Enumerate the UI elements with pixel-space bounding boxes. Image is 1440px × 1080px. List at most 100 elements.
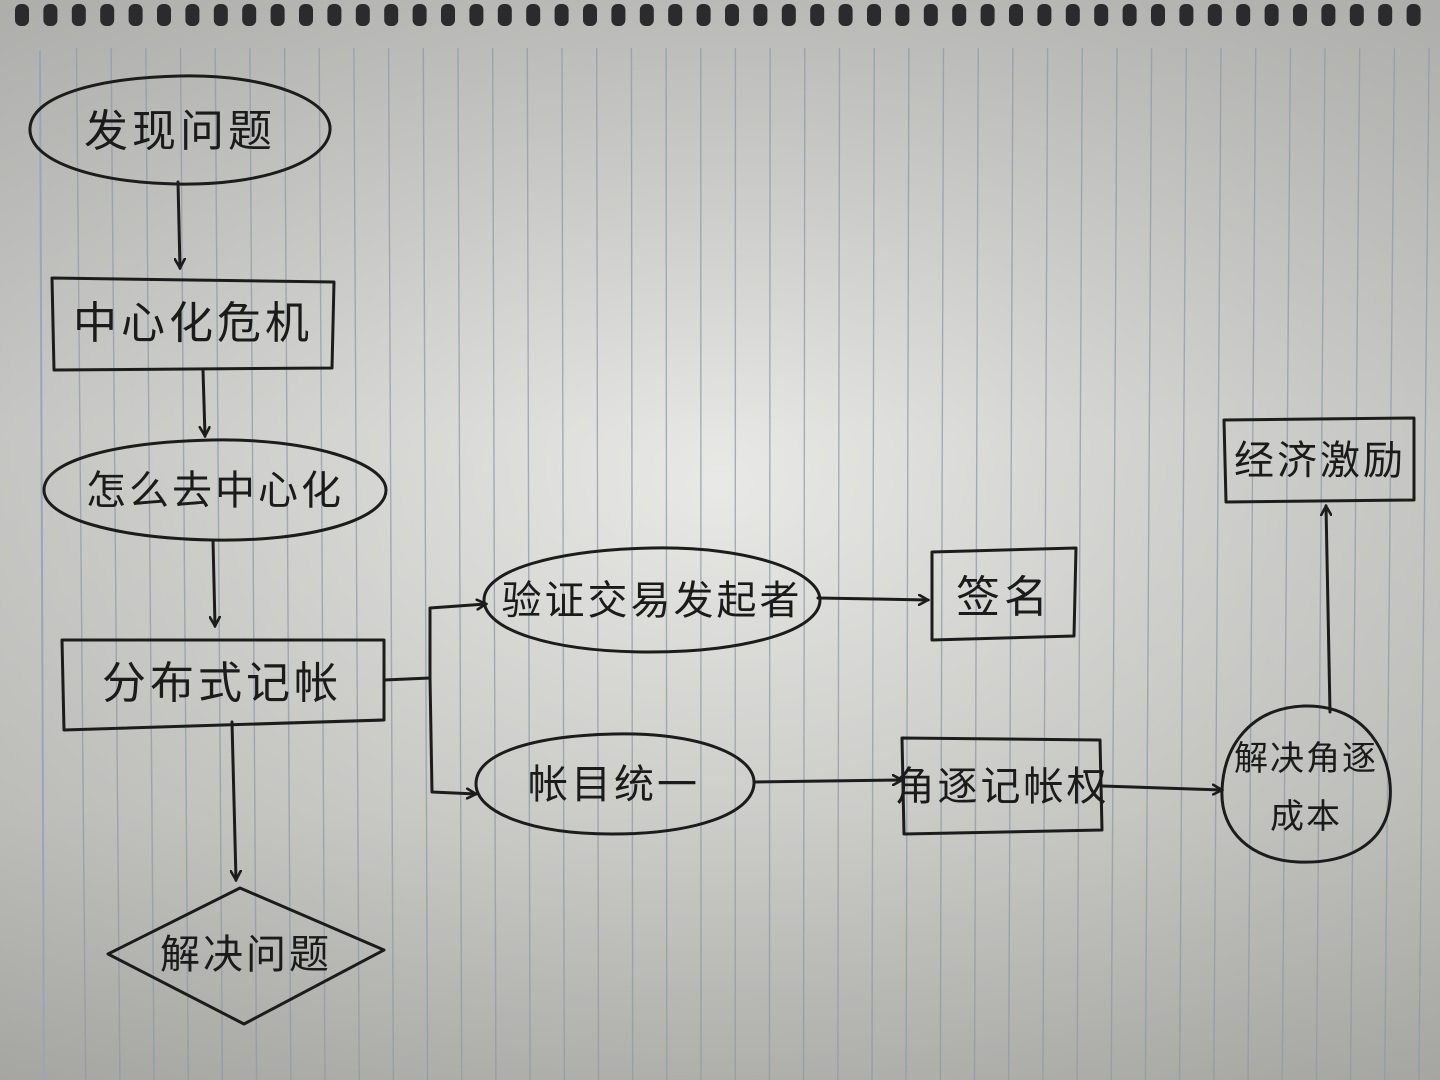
- spiral-hole: [725, 4, 739, 26]
- rule-line: [353, 47, 360, 1080]
- spiral-hole: [952, 4, 967, 26]
- rule-line: [387, 47, 395, 1080]
- spiral-hole: [639, 4, 654, 26]
- spiral-holes: [15, 4, 1421, 26]
- node-cost-label-line2: 成本: [1270, 797, 1342, 837]
- node-crisis-label: 中心化危机: [73, 298, 313, 349]
- node-ledger-label: 分布式记帐: [102, 658, 342, 709]
- spiral-hole: [980, 4, 995, 26]
- rule-line: [1076, 47, 1084, 1080]
- rule-line: [318, 47, 326, 1080]
- rule-line: [179, 47, 189, 1080]
- rule-line: [1008, 47, 1014, 1080]
- rule-line: [1418, 47, 1430, 1080]
- rule-line: [1144, 47, 1153, 1080]
- rule-line: [837, 47, 841, 1080]
- edge-ledger-branch: [382, 676, 432, 682]
- spiral-hole: [1293, 4, 1307, 26]
- edge-crisis-how: [203, 368, 205, 436]
- edge-ledger-unify: [428, 676, 476, 794]
- spiral-hole: [1236, 4, 1251, 26]
- rule-line: [422, 47, 429, 1080]
- node-compete-rect: [900, 736, 1104, 836]
- node-incentive-rect: [1222, 416, 1416, 504]
- rule-line: [214, 47, 224, 1080]
- spiral-hole: [867, 4, 881, 26]
- rule-line: [630, 47, 634, 1080]
- spiral-hole: [696, 4, 711, 26]
- spiral-hole: [157, 4, 171, 26]
- node-incentive: 经济激励: [1222, 416, 1416, 504]
- rule-line: [905, 47, 910, 1080]
- spiral-hole: [355, 4, 370, 26]
- spiral-hole: [1065, 4, 1080, 26]
- spiral-hole: [497, 4, 512, 26]
- spiral-hole: [43, 4, 58, 26]
- rule-lines: [75, 47, 1430, 1080]
- node-verify-ellipse: [482, 546, 822, 654]
- rule-line: [110, 47, 121, 1080]
- node-unify-ellipse: [474, 732, 756, 836]
- rule-line: [1110, 47, 1118, 1080]
- spiral-hole: [753, 4, 768, 26]
- spiral-hole: [895, 4, 910, 26]
- rule-line: [492, 47, 497, 1080]
- node-discover-ellipse: [28, 74, 332, 186]
- spiral-hole: [1094, 4, 1109, 26]
- edge-ledger-verify: [428, 604, 486, 680]
- rule-line: [1247, 47, 1257, 1080]
- rule-line: [802, 47, 806, 1080]
- edge-ledger-solve: [232, 720, 236, 880]
- spiral-hole: [1406, 4, 1421, 26]
- node-sign: 签名: [930, 546, 1078, 642]
- node-incentive-label: 经济激励: [1234, 438, 1406, 484]
- rule-line: [75, 47, 87, 1080]
- spiral-hole: [270, 4, 285, 26]
- margin-line: [39, 49, 45, 1080]
- rule-line: [973, 47, 979, 1080]
- spiral-hole: [1179, 4, 1194, 26]
- edge-how-ledger: [213, 538, 215, 626]
- rule-line: [1178, 47, 1188, 1080]
- spiral-hole: [299, 4, 313, 26]
- spiral-hole: [327, 4, 342, 26]
- rule-line: [1349, 47, 1361, 1080]
- node-verify-label: 验证交易发起者: [502, 578, 803, 624]
- rule-line: [1383, 47, 1396, 1080]
- spiral-hole: [554, 4, 569, 26]
- edge-unify-compete: [752, 780, 902, 782]
- node-unify: 帐目统一: [474, 732, 756, 836]
- spiral-hole: [242, 4, 257, 26]
- spiral-hole: [412, 4, 427, 26]
- spiral-hole: [441, 4, 455, 26]
- spiral-hole: [781, 4, 796, 26]
- node-how-ellipse: [42, 438, 388, 542]
- node-verify: 验证交易发起者: [482, 546, 822, 654]
- rule-line: [1042, 47, 1049, 1080]
- node-solve: 解决问题: [106, 886, 386, 1026]
- rule-line: [1315, 47, 1326, 1080]
- spiral-hole: [668, 4, 683, 26]
- edge-verify-sign: [816, 598, 928, 600]
- spiral-hole: [15, 4, 29, 26]
- node-cost-ellipse: [1220, 704, 1392, 864]
- rule-line: [1213, 47, 1222, 1080]
- node-how-label: 怎么去中心化: [86, 468, 344, 514]
- rule-line: [249, 47, 258, 1080]
- node-sign-label: 签名: [956, 572, 1052, 623]
- spiral-hole: [469, 4, 484, 26]
- rule-line: [561, 47, 565, 1080]
- spiral-hole: [923, 4, 938, 26]
- rule-line: [457, 47, 463, 1080]
- spiral-hole: [810, 4, 825, 26]
- node-solve-label: 解决问题: [160, 932, 332, 978]
- node-crisis: 中心化危机: [50, 276, 336, 372]
- spiral-hole: [1264, 4, 1279, 26]
- edge-cost-incentive: [1326, 506, 1330, 714]
- spiral-hole: [71, 4, 86, 26]
- edge-compete-cost: [1100, 786, 1222, 790]
- node-solve-diamond: [106, 886, 386, 1026]
- node-crisis-rect: [50, 276, 336, 372]
